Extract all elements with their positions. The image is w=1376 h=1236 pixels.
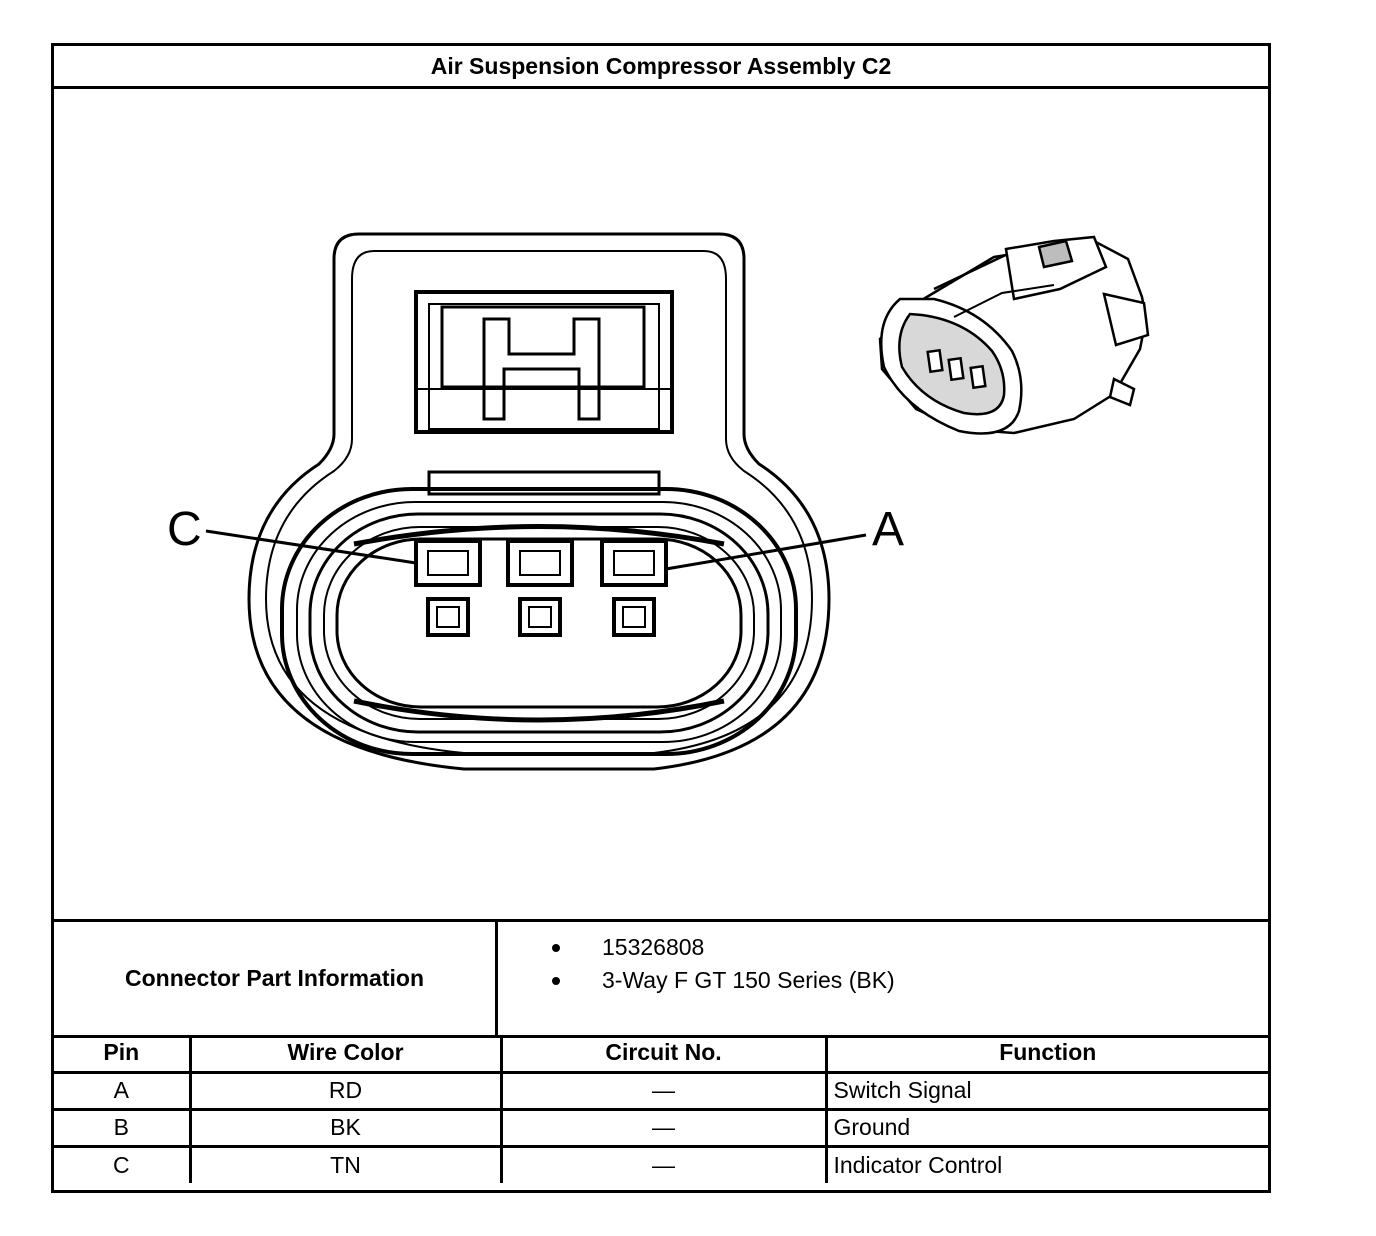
latch-inner: [428, 303, 660, 430]
part-number-item: 15326808: [552, 934, 704, 961]
callout-c-leader: [205, 529, 417, 565]
pin-cavity-c: [414, 539, 482, 637]
pin-table-header: Pin Wire Color Circuit No. Function: [54, 1035, 1268, 1074]
pin-cavity-a: [600, 539, 668, 637]
callout-c-label: C: [167, 503, 202, 556]
function-cell: Ground: [826, 1109, 1268, 1148]
face-ring-4: [323, 526, 755, 720]
header-circuit: Circuit No.: [501, 1035, 828, 1074]
latch-tab: [440, 305, 646, 389]
bullet-icon: [552, 976, 560, 985]
connector-type: 3-Way F GT 150 Series (BK): [602, 967, 895, 993]
table-row: A RD — Switch Signal: [54, 1072, 1268, 1111]
wire-color-cell: RD: [190, 1072, 503, 1111]
callout-a-leader: [665, 533, 867, 571]
latch-frame: [414, 290, 674, 434]
housing-outline: [247, 232, 831, 771]
callout-a-label: A: [872, 503, 904, 556]
wire-color-cell: TN: [190, 1146, 503, 1183]
connector-sheet: Air Suspension Compressor Assembly C2: [51, 43, 1271, 1193]
latch-base: [427, 470, 661, 496]
face-ring-3: [308, 512, 770, 734]
connector-part-info-list: 15326808 3-Way F GT 150 Series (BK): [498, 922, 1268, 1035]
connector-face: [205, 232, 867, 771]
header-wire-color: Wire Color: [190, 1035, 503, 1074]
pin-cell: B: [54, 1109, 192, 1148]
bullet-icon: [552, 943, 560, 952]
page-title: Air Suspension Compressor Assembly C2: [54, 46, 1268, 89]
pin-cell: A: [54, 1072, 192, 1111]
header-function: Function: [826, 1035, 1268, 1074]
part-number: 15326808: [602, 934, 705, 960]
header-pin: Pin: [54, 1035, 192, 1074]
function-cell: Switch Signal: [826, 1072, 1268, 1111]
circuit-cell: —: [501, 1146, 828, 1183]
connector-type-item: 3-Way F GT 150 Series (BK): [552, 967, 895, 994]
circuit-cell: —: [501, 1072, 828, 1111]
pin-cavity-b: [506, 539, 574, 637]
connector-3d-illustration: [878, 235, 1150, 435]
pin-table: Pin Wire Color Circuit No. Function A RD…: [54, 1035, 1268, 1183]
latch-slot: [482, 317, 601, 421]
connector-part-info-label: Connector Part Information: [54, 922, 498, 1035]
connector-face-diagram: C A: [167, 232, 1150, 771]
face-ring-inner: [335, 537, 743, 709]
table-row: C TN — Indicator Control: [54, 1146, 1268, 1183]
wire-color-cell: BK: [190, 1109, 503, 1148]
connector-drawing: C A: [54, 89, 1268, 922]
pin-cell: C: [54, 1146, 192, 1183]
function-cell: Indicator Control: [833, 1151, 1003, 1178]
circuit-cell: —: [501, 1109, 828, 1148]
table-row: B BK — Ground: [54, 1109, 1268, 1148]
face-ring-2: [296, 501, 782, 743]
connector-part-info: Connector Part Information 15326808 3-Wa…: [54, 922, 1268, 1038]
face-ring-outer: [280, 487, 798, 756]
